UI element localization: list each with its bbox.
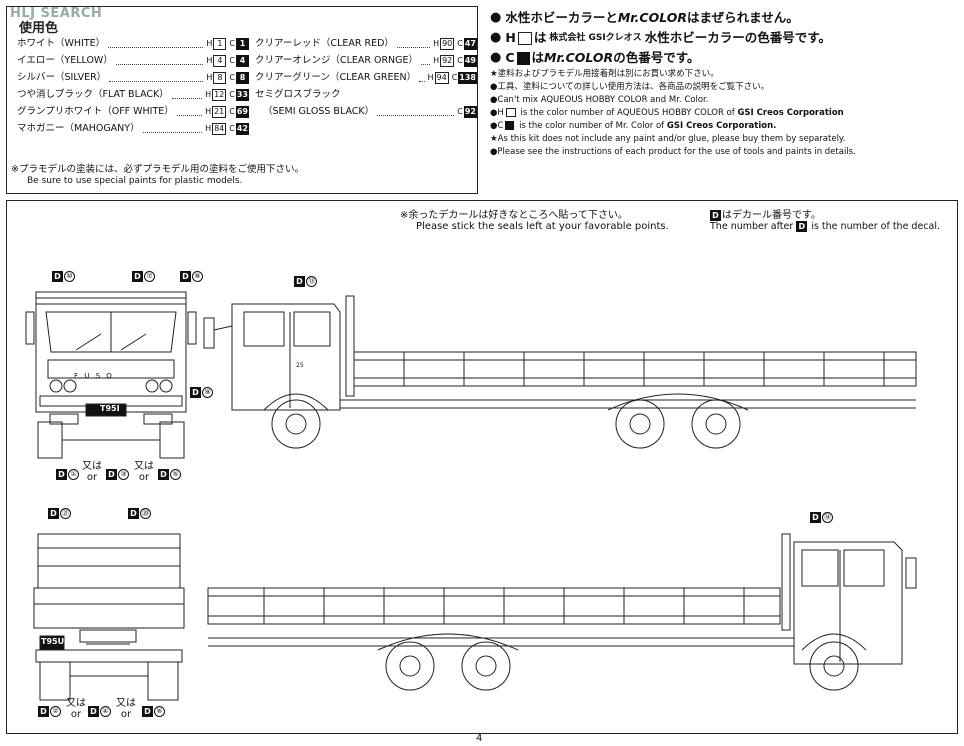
c-code-box: 92 — [463, 105, 477, 118]
mr-color-logo: Mr.COLOR — [544, 50, 614, 65]
color-name: （SEMI GLOSS BLACK） — [263, 106, 375, 117]
rear-license-plate: T95U — [41, 637, 65, 646]
paint-note-jp: ※プラモデルの塗装には、必ずプラモデル用の塗料をご使用下さい。 — [11, 164, 304, 175]
h-code-box: 90 — [440, 37, 455, 50]
h-code-box: 8 — [213, 71, 227, 84]
decal-note-en: Please stick the seals left at your favo… — [416, 221, 669, 232]
legend-jp-note-1: ★塗料およびプラモデル用接着剤は別にお買い求め下さい。 — [490, 69, 719, 79]
truck-side-view-right — [207, 533, 917, 691]
color-name: クリアーレッド（CLEAR RED） — [255, 38, 394, 49]
front-badge: F U S O — [74, 372, 114, 380]
c-code-box: 49 — [463, 54, 477, 67]
color-name: クリアーグリーン（CLEAR GREEN） — [255, 72, 417, 83]
color-list-title: 使用色 — [19, 21, 59, 36]
legend-line-1: ●水性ホビーカラーと Mr.COLOR はまぜられません。 — [490, 8, 952, 28]
color-name: クリアーオレンジ（CLEAR ORNGE） — [255, 55, 419, 66]
decal-tag-icon: D — [796, 221, 808, 232]
front-license-plate: T95I — [100, 404, 120, 413]
h-code-box: 92 — [440, 54, 455, 67]
color-name: イエロー（YELLOW） — [17, 55, 113, 66]
truck-rear-view — [33, 533, 185, 701]
c-code-box: 4 — [236, 54, 249, 67]
h-code-box: 4 — [213, 54, 227, 67]
color-name: グランプリホワイト（OFF WHITE） — [17, 106, 174, 117]
c-code-box: 8 — [236, 71, 249, 84]
h-box-icon — [505, 108, 516, 117]
color-name: ホワイト（WHITE） — [17, 38, 106, 49]
c-code-box: 1 — [236, 37, 249, 50]
color-name: つや消しブラック（FLAT BLACK） — [17, 89, 169, 100]
door-text: 25 — [296, 362, 304, 369]
h-code-box: 94 — [434, 71, 449, 84]
legend-en-note-2: ●H is the color number of AQUEOUS HOBBY … — [490, 108, 844, 118]
h-code-box: 1 — [213, 37, 227, 50]
decal-tag-icon: D — [710, 210, 721, 221]
legend-en-note-3: ●C is the color number of Mr. Color of G… — [490, 121, 777, 131]
legend-en-note-1: ●Can't mix AQUEOUS HOBBY COLOR and Mr. C… — [490, 95, 709, 105]
c-box-icon — [505, 121, 515, 130]
h-box-icon — [517, 31, 532, 45]
decal-note-jp: ※余ったデカールは好きなところへ貼って下さい。 — [400, 210, 628, 221]
truck-front-view — [25, 291, 197, 459]
h-code-box: 21 — [212, 105, 227, 118]
h-code-box: 84 — [212, 122, 227, 135]
watermark-text: HLJ SEARCH — [10, 6, 103, 21]
decal-number-note-en: The number after D is the number of the … — [710, 221, 941, 232]
decal-diagram-box — [6, 200, 958, 734]
c-code-box: 138 — [458, 71, 477, 84]
color-name: マホガニー（MAHOGANY） — [17, 123, 140, 134]
c-code-box: 33 — [235, 88, 249, 101]
truck-side-view-left — [203, 295, 917, 449]
color-name: シルバー（SILVER） — [17, 72, 107, 83]
color-name: セミグロスブラック — [255, 89, 341, 100]
paint-note-en: Be sure to use special paints for plasti… — [27, 176, 243, 186]
h-code-box: 12 — [212, 88, 227, 101]
page-number: 4 — [476, 733, 483, 744]
c-code-box: 69 — [235, 105, 249, 118]
legend-en-note-4: ★As this kit does not include any paint … — [490, 134, 846, 144]
mr-color-logo: Mr.COLOR — [617, 10, 687, 25]
c-box-icon — [516, 51, 530, 65]
legend-jp-note-2: ●工具、塗料についての詳しい使用方法は、各商品の説明をご覧下さい。 — [490, 82, 770, 92]
c-code-box: 42 — [235, 122, 249, 135]
color-row: セミグロスブラック — [255, 86, 477, 103]
legend-en-note-5: ●Please see the instructions of each pro… — [490, 147, 856, 157]
c-code-box: 47 — [463, 37, 477, 50]
